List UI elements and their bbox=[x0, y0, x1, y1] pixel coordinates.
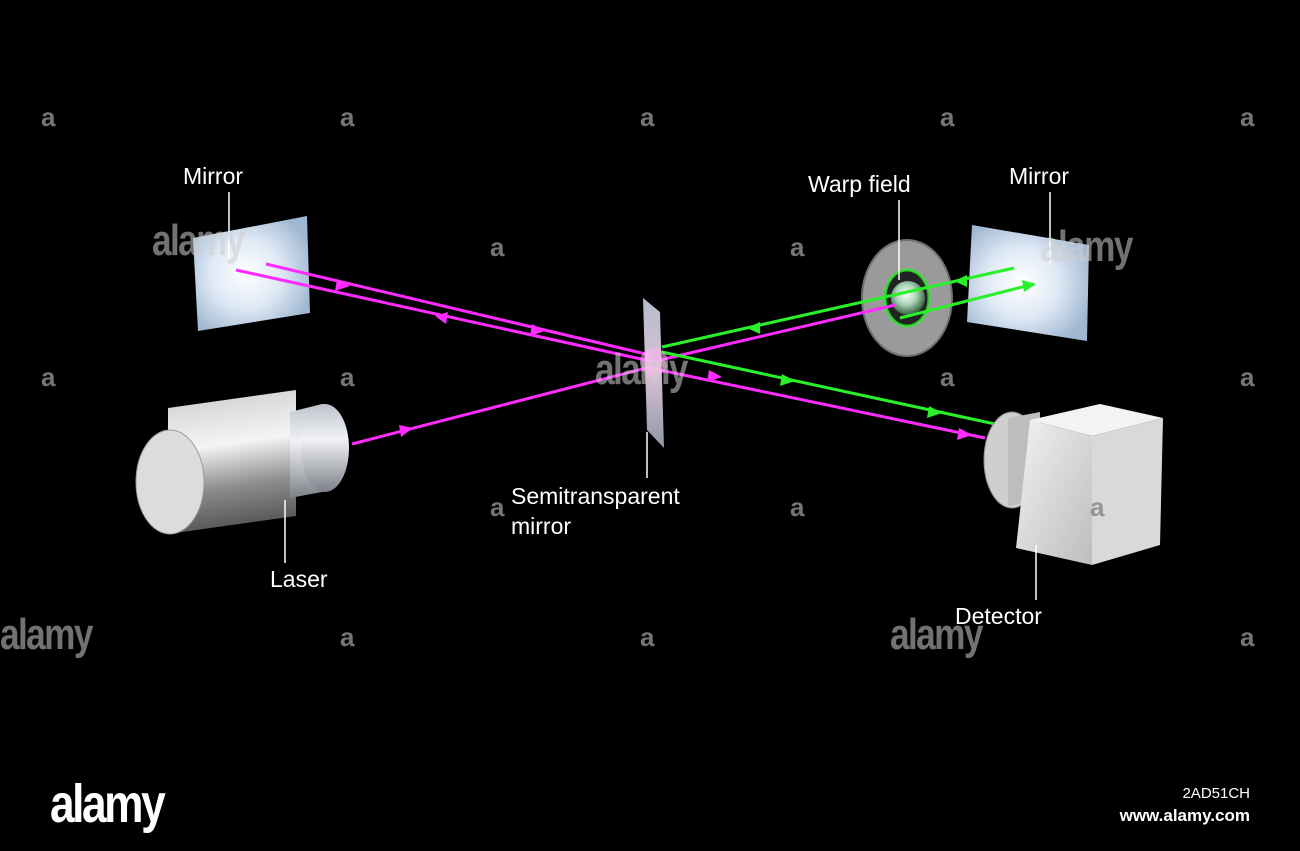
watermark-a: a bbox=[340, 102, 355, 132]
watermark-a: a bbox=[340, 622, 355, 652]
label-mirror-right: Mirror bbox=[1009, 163, 1070, 189]
watermark-alamy: alamy bbox=[152, 216, 245, 265]
warp-arrows bbox=[747, 275, 1036, 418]
footer-bar: alamy 2AD51CH www.alamy.com bbox=[0, 761, 1300, 851]
warp-field-ring bbox=[861, 239, 953, 357]
watermark-a: a bbox=[1240, 622, 1255, 652]
watermark-a: a bbox=[790, 232, 805, 262]
watermark-a: a bbox=[41, 102, 56, 132]
label-warp-field: Warp field bbox=[808, 171, 911, 197]
watermark-a: a bbox=[940, 362, 955, 392]
leader-lines bbox=[228, 192, 1051, 600]
label-semitransparent-line1: Semitransparent bbox=[511, 483, 680, 509]
watermark-a: a bbox=[1090, 492, 1105, 522]
diagram-stage: Mirror Mirror Warp field Semitransparent… bbox=[0, 102, 1255, 659]
image-id: 2AD51CH bbox=[1182, 785, 1250, 802]
watermark-alamy: alamy bbox=[595, 345, 688, 394]
watermark-alamy: alamy bbox=[1040, 222, 1133, 271]
alamy-logo: alamy bbox=[50, 774, 166, 834]
label-detector: Detector bbox=[955, 603, 1042, 629]
watermark-a: a bbox=[640, 622, 655, 652]
site-url: www.alamy.com bbox=[1119, 806, 1250, 825]
watermark-a: a bbox=[1240, 362, 1255, 392]
watermark-alamy: alamy bbox=[890, 610, 983, 659]
watermark-a: a bbox=[490, 492, 505, 522]
watermark-a: a bbox=[640, 102, 655, 132]
watermark-a: a bbox=[790, 492, 805, 522]
watermark-a: a bbox=[940, 102, 955, 132]
label-laser: Laser bbox=[270, 566, 328, 592]
laser-device bbox=[135, 390, 349, 535]
watermark-alamy: alamy bbox=[0, 610, 93, 659]
label-mirror-left: Mirror bbox=[183, 163, 244, 189]
detector-device bbox=[983, 404, 1163, 565]
watermark-a: a bbox=[340, 362, 355, 392]
laser-arrows bbox=[335, 279, 972, 440]
watermark-a: a bbox=[41, 362, 56, 392]
watermark-a: a bbox=[490, 232, 505, 262]
label-semitransparent-line2: mirror bbox=[511, 513, 572, 539]
interferometer-diagram bbox=[135, 192, 1163, 600]
watermark-a: a bbox=[1240, 102, 1255, 132]
